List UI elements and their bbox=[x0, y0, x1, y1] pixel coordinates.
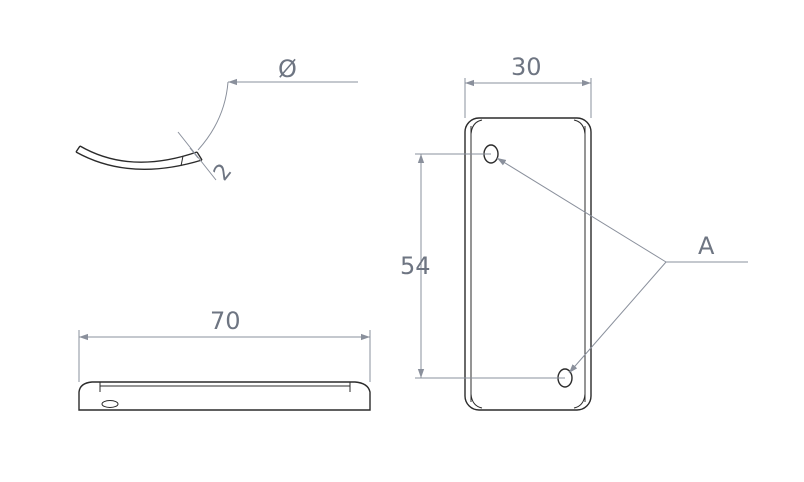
thickness-ext-1 bbox=[189, 147, 199, 159]
flat-plate-outline bbox=[78, 381, 371, 411]
plate-inner-bottom-right-corner bbox=[573, 393, 586, 409]
callout-leader-top bbox=[496, 157, 667, 263]
curved-plate-outer-edge bbox=[75, 151, 203, 171]
thickness-label: 2 bbox=[209, 159, 237, 185]
callout-leader-bottom bbox=[568, 261, 667, 374]
callout-label: A bbox=[698, 232, 715, 260]
spacing-label: 54 bbox=[400, 252, 431, 280]
curved-plate-fold-line bbox=[180, 155, 184, 167]
front-view: 30 54 A bbox=[400, 53, 748, 411]
width-label: 30 bbox=[511, 53, 542, 81]
curved-plate-left-end bbox=[75, 145, 81, 153]
length-label: 70 bbox=[210, 307, 241, 335]
plate-inner-top-left-corner bbox=[470, 119, 483, 135]
curved-profile-view: Ø 2 bbox=[75, 55, 358, 186]
plate-outer-outline bbox=[464, 117, 592, 411]
plate-inner-top-right-corner bbox=[573, 119, 586, 135]
curved-plate-right-end bbox=[196, 151, 203, 161]
diameter-arc-leader bbox=[197, 81, 229, 151]
curved-plate-inner-edge bbox=[79, 145, 198, 163]
flat-plate-hole bbox=[101, 400, 119, 408]
diameter-label: Ø bbox=[278, 55, 297, 83]
plate-inner-bottom-left-corner bbox=[470, 393, 483, 409]
flat-edge-view: 70 bbox=[78, 307, 371, 411]
